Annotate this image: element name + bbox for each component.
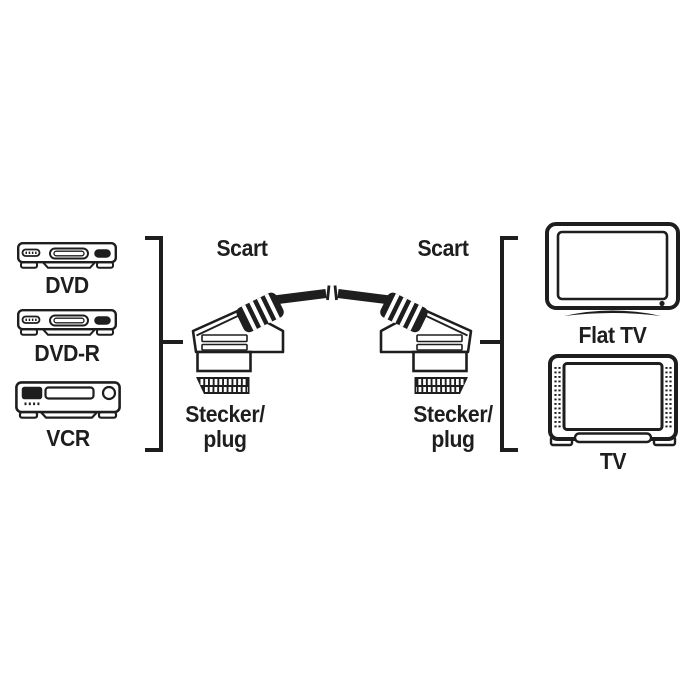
flat-tv-label: Flat TV (578, 322, 647, 348)
scart-label-right: Scart (417, 235, 469, 261)
dvd-player (17, 242, 117, 271)
vcr-label: VCR (46, 425, 90, 451)
flat-tv-icon (545, 222, 680, 316)
plug-label-left-line1: Stecker/ (185, 401, 265, 427)
bracket-right-bottom-arm (500, 448, 518, 452)
dvd-recorder-icon (17, 309, 117, 336)
dvd-recorder (17, 309, 117, 338)
bracket-left-top-arm (145, 236, 163, 240)
vcr (15, 381, 121, 419)
dvd-label: DVD (45, 272, 89, 298)
crt-tv (548, 354, 678, 449)
dvd-r-label: DVD-R (34, 340, 100, 366)
tv-label: TV (599, 448, 627, 474)
plug-label-right-line1: Stecker/ (413, 401, 493, 427)
scart-cable-icon (191, 285, 520, 400)
plug-label-left: Stecker/ plug (170, 402, 280, 452)
bracket-left-vertical (159, 236, 163, 452)
bracket-left-bottom-arm (145, 448, 163, 452)
scart-label-left: Scart (216, 235, 268, 261)
flat-tv (545, 222, 680, 321)
bracket-right-vertical (500, 236, 504, 452)
vcr-icon (15, 381, 121, 419)
crt-tv-icon (548, 354, 678, 447)
scart-cable (180, 275, 520, 400)
bracket-right-mid-tick (480, 340, 502, 344)
plug-label-right-line2: plug (431, 426, 475, 452)
bracket-left-mid-tick (161, 340, 183, 344)
dvd-player-icon (17, 242, 117, 269)
bracket-right-top-arm (500, 236, 518, 240)
plug-label-right: Stecker/ plug (398, 402, 508, 452)
plug-label-left-line2: plug (203, 426, 247, 452)
